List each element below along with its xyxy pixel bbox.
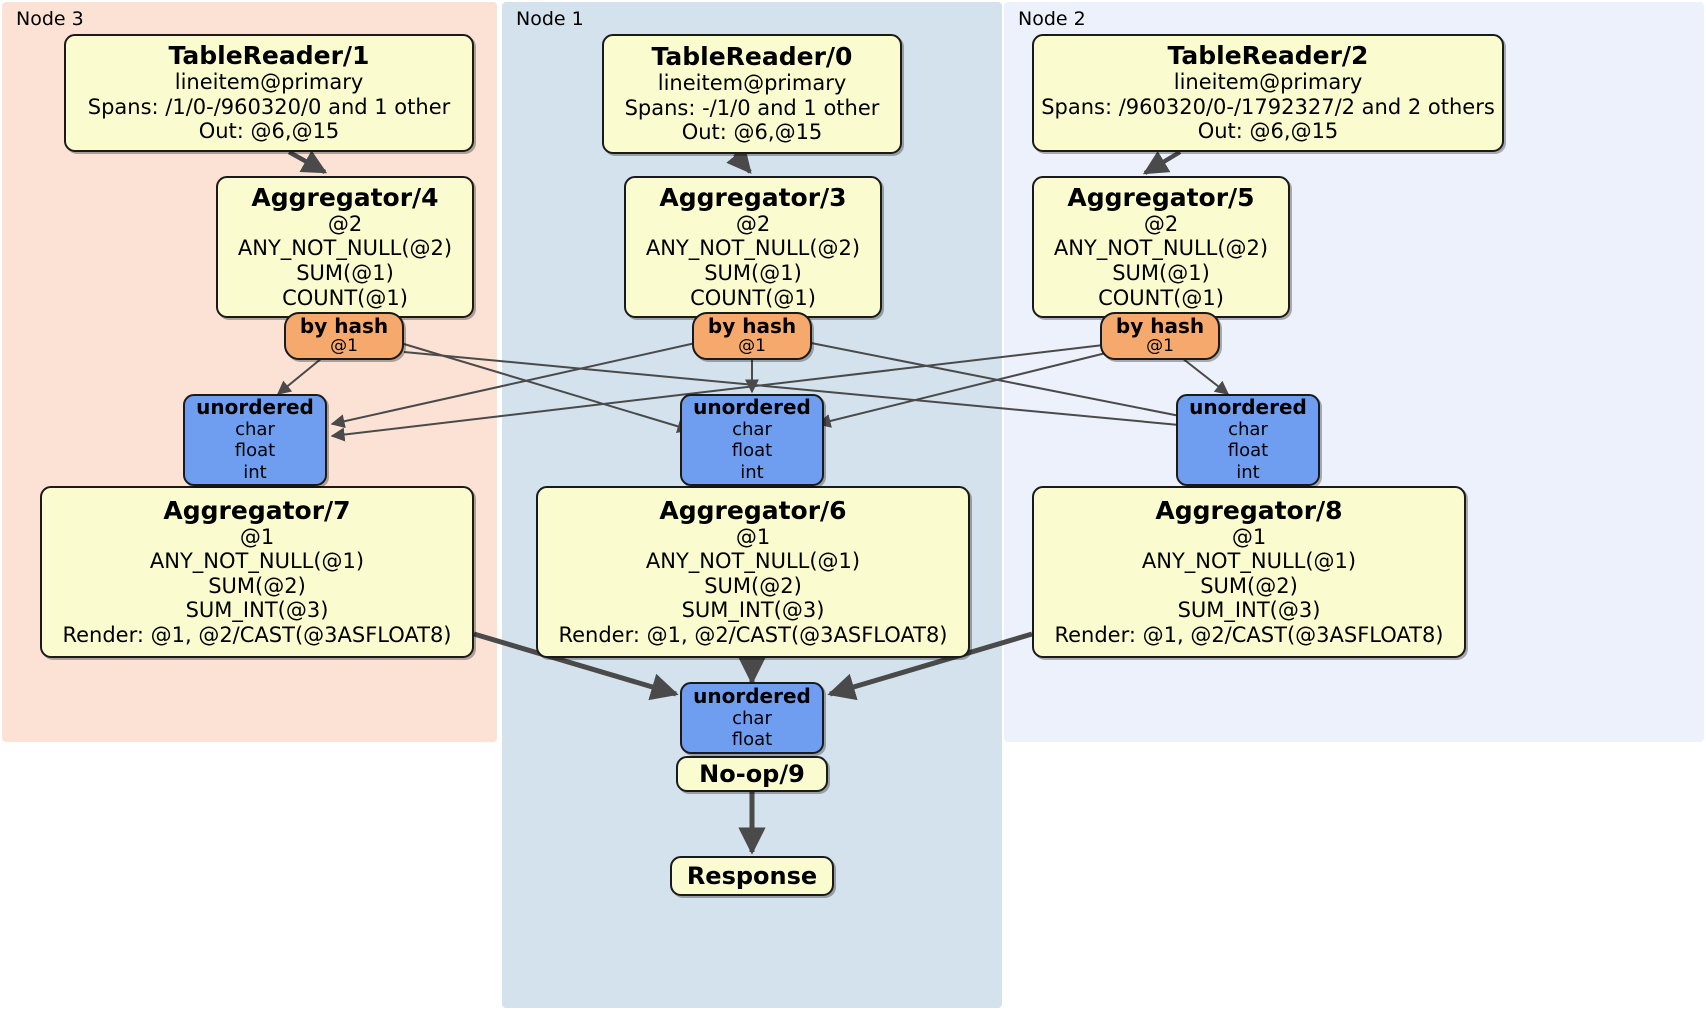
synchronizer-type: float xyxy=(1227,440,1269,462)
synchronizer-unordered-node3[interactable]: unordered char float int xyxy=(183,394,327,486)
router-detail: @1 xyxy=(330,336,358,357)
processor-render: Render: @1, @2/CAST(@3ASFLOAT8) xyxy=(1054,622,1444,647)
synchronizer-unordered-node1[interactable]: unordered char float int xyxy=(680,394,824,486)
processor-detail: @1 xyxy=(239,524,275,549)
processor-detail: Out: @6,@15 xyxy=(198,119,340,144)
processor-detail: SUM_INT(@3) xyxy=(681,598,825,623)
processor-detail: SUM_INT(@3) xyxy=(1177,598,1321,623)
processor-tablereader-1[interactable]: TableReader/1 lineitem@primary Spans: /1… xyxy=(64,34,474,152)
processor-aggregator-5[interactable]: Aggregator/5 @2 ANY_NOT_NULL(@2) SUM(@1)… xyxy=(1032,176,1290,318)
synchronizer-type: float xyxy=(234,440,276,462)
processor-detail: ANY_NOT_NULL(@2) xyxy=(645,236,861,261)
processor-aggregator-3[interactable]: Aggregator/3 @2 ANY_NOT_NULL(@2) SUM(@1)… xyxy=(624,176,882,318)
processor-aggregator-6[interactable]: Aggregator/6 @1 ANY_NOT_NULL(@1) SUM(@2)… xyxy=(536,486,970,658)
processor-title: TableReader/1 xyxy=(168,41,370,71)
synchronizer-type: int xyxy=(740,461,764,483)
processor-detail: ANY_NOT_NULL(@2) xyxy=(1053,236,1269,261)
synchronizer-type: int xyxy=(1236,461,1260,483)
router-title: by hash xyxy=(299,313,389,338)
processor-detail: SUM_INT(@3) xyxy=(185,598,329,623)
processor-title: Aggregator/8 xyxy=(1155,495,1343,525)
processor-detail: @2 xyxy=(327,211,363,236)
synchronizer-type: char xyxy=(235,418,275,440)
processor-detail: Out: @6,@15 xyxy=(681,120,823,145)
router-by-hash-node3[interactable]: by hash @1 xyxy=(284,312,404,360)
processor-aggregator-7[interactable]: Aggregator/7 @1 ANY_NOT_NULL(@1) SUM(@2)… xyxy=(40,486,474,658)
processor-detail: @2 xyxy=(1143,211,1179,236)
processor-tablereader-2[interactable]: TableReader/2 lineitem@primary Spans: /9… xyxy=(1032,34,1504,152)
processor-tablereader-0[interactable]: TableReader/0 lineitem@primary Spans: -/… xyxy=(602,34,902,154)
synchronizer-title: unordered xyxy=(1189,395,1307,420)
node-panel-label-node1: Node 1 xyxy=(516,8,584,30)
processor-title: Aggregator/4 xyxy=(251,182,439,212)
processor-render: Render: @1, @2/CAST(@3ASFLOAT8) xyxy=(558,622,948,647)
router-by-hash-node1[interactable]: by hash @1 xyxy=(692,312,812,360)
processor-detail: COUNT(@1) xyxy=(1098,285,1224,310)
synchronizer-type: int xyxy=(243,461,267,483)
synchronizer-type: char xyxy=(732,707,772,729)
synchronizer-type: float xyxy=(731,729,773,751)
processor-detail: SUM(@2) xyxy=(704,573,802,598)
router-title: by hash xyxy=(1115,313,1205,338)
processor-detail: lineitem@primary xyxy=(1173,70,1363,95)
processor-title: Aggregator/3 xyxy=(659,182,847,212)
router-by-hash-node2[interactable]: by hash @1 xyxy=(1100,312,1220,360)
synchronizer-type: float xyxy=(731,440,773,462)
synchronizer-title: unordered xyxy=(693,684,811,709)
synchronizer-type: char xyxy=(1228,418,1268,440)
synchronizer-unordered-node2[interactable]: unordered char float int xyxy=(1176,394,1320,486)
processor-aggregator-8[interactable]: Aggregator/8 @1 ANY_NOT_NULL(@1) SUM(@2)… xyxy=(1032,486,1466,658)
router-detail: @1 xyxy=(1146,336,1174,357)
processor-detail: ANY_NOT_NULL(@2) xyxy=(237,236,453,261)
processor-detail: lineitem@primary xyxy=(657,71,847,96)
processor-detail: SUM(@2) xyxy=(1200,573,1298,598)
router-detail: @1 xyxy=(738,336,766,357)
processor-detail: ANY_NOT_NULL(@1) xyxy=(645,549,861,574)
processor-detail: SUM(@2) xyxy=(208,573,306,598)
processor-title: No-op/9 xyxy=(699,759,805,788)
processor-detail: Out: @6,@15 xyxy=(1197,119,1339,144)
processor-detail: COUNT(@1) xyxy=(690,285,816,310)
processor-title: TableReader/2 xyxy=(1167,41,1369,71)
processor-detail: ANY_NOT_NULL(@1) xyxy=(149,549,365,574)
processor-detail: @2 xyxy=(735,211,771,236)
processor-title: Aggregator/6 xyxy=(659,495,847,525)
processor-detail: ANY_NOT_NULL(@1) xyxy=(1141,549,1357,574)
processor-detail: SUM(@1) xyxy=(1112,261,1210,285)
processor-response[interactable]: Response xyxy=(670,856,834,896)
processor-detail: lineitem@primary xyxy=(174,70,364,95)
processor-detail: SUM(@1) xyxy=(704,261,802,285)
processor-detail: Spans: /1/0-/960320/0 and 1 other xyxy=(87,94,451,119)
processor-title: TableReader/0 xyxy=(651,42,853,72)
processor-noop-9[interactable]: No-op/9 xyxy=(676,756,828,792)
synchronizer-title: unordered xyxy=(196,395,314,420)
synchronizer-title: unordered xyxy=(693,395,811,420)
processor-title: Aggregator/5 xyxy=(1067,182,1255,212)
node-panel-label-node2: Node 2 xyxy=(1018,8,1086,30)
processor-title: Aggregator/7 xyxy=(163,495,351,525)
processor-render: Render: @1, @2/CAST(@3ASFLOAT8) xyxy=(62,622,452,647)
processor-detail: @1 xyxy=(1231,524,1267,549)
processor-detail: @1 xyxy=(735,524,771,549)
processor-title: Response xyxy=(686,861,818,890)
processor-detail: COUNT(@1) xyxy=(282,285,408,310)
node-panel-label-node3: Node 3 xyxy=(16,8,84,30)
router-title: by hash xyxy=(707,313,797,338)
processor-detail: Spans: -/1/0 and 1 other xyxy=(624,95,880,120)
processor-detail: SUM(@1) xyxy=(296,261,394,285)
synchronizer-type: char xyxy=(732,418,772,440)
processor-aggregator-4[interactable]: Aggregator/4 @2 ANY_NOT_NULL(@2) SUM(@1)… xyxy=(216,176,474,318)
processor-detail: Spans: /960320/0-/1792327/2 and 2 others xyxy=(1041,94,1495,119)
synchronizer-unordered-final[interactable]: unordered char float xyxy=(680,682,824,754)
